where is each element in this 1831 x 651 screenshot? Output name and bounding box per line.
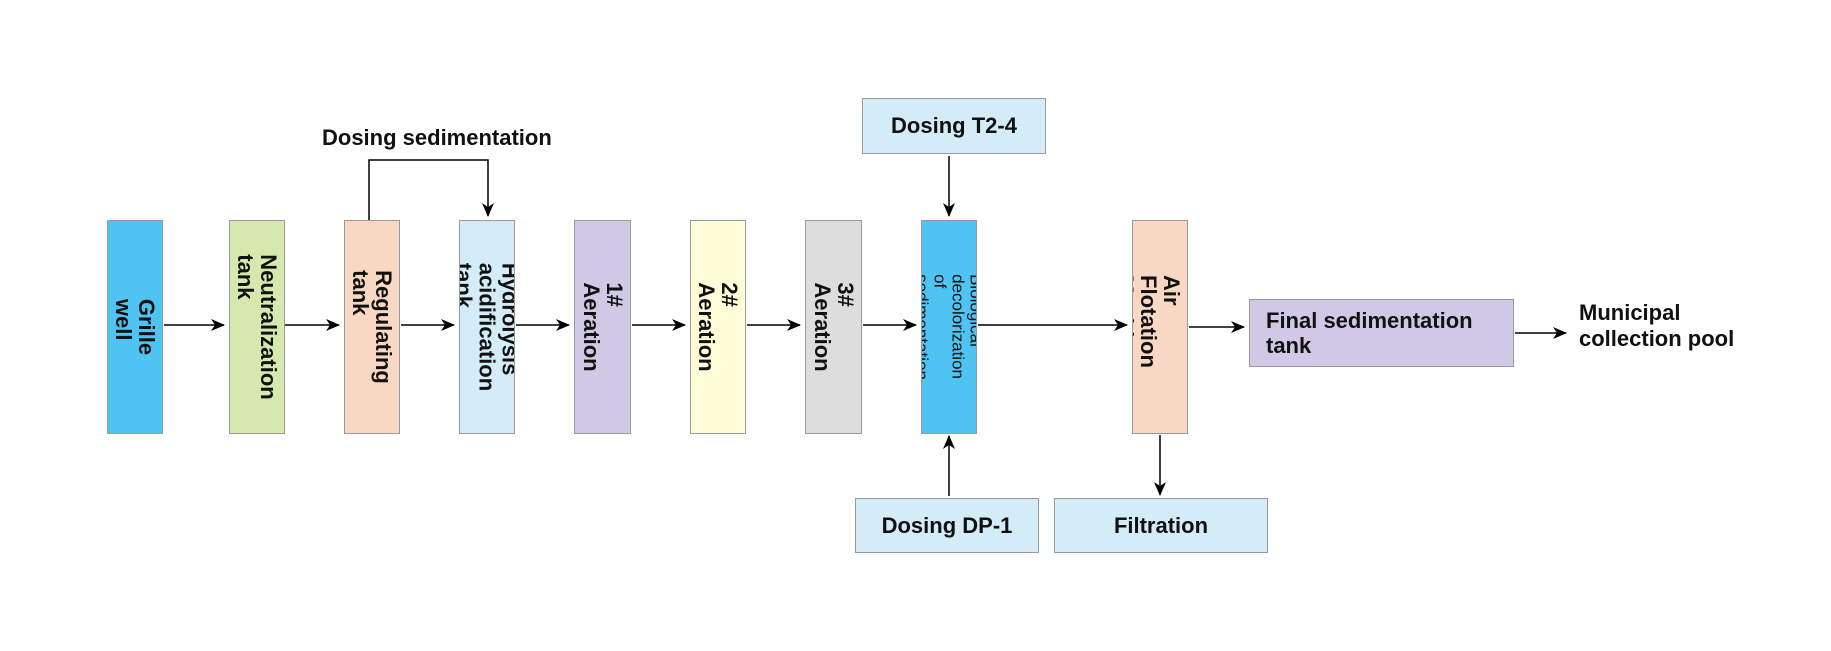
grille-well-label: Grille well: [111, 298, 160, 356]
dosing-dp-1-label: Dosing DP-1: [881, 512, 1013, 538]
hydrolysis-tank-box: Hydrolysis acidification tank: [459, 220, 515, 434]
neutralization-tank-box: Neutralization tank: [229, 220, 285, 434]
bio-decolorization-box: Biological decolorization of sedimentati…: [921, 220, 977, 434]
aeration-2-label: 2# Aeration: [694, 282, 743, 372]
regulating-tank-box: Regulating tank: [344, 220, 400, 434]
municipal-collection-pool-label: Municipal collection pool: [1579, 300, 1735, 352]
dissolved-air-flotation-label: Dissolved Air Flotation Machine: [1132, 275, 1188, 379]
aeration-3-box: 3# Aeration: [805, 220, 862, 434]
final-sedimentation-tank-box: Final sedimentation tank: [1249, 299, 1514, 367]
aeration-1-label: 1# Aeration: [578, 282, 627, 372]
aeration-1-box: 1# Aeration: [574, 220, 631, 434]
aeration-3-label: 3# Aeration: [809, 282, 858, 372]
dosing-sedimentation-label: Dosing sedimentation: [322, 125, 552, 150]
grille-well-box: Grille well: [107, 220, 163, 434]
aeration-2-box: 2# Aeration: [690, 220, 746, 434]
neutralization-tank-label: Neutralization tank: [233, 254, 282, 400]
bio-decolorization-label: Biological decolorization of sedimentati…: [921, 274, 977, 380]
filtration-label: Filtration: [1113, 512, 1209, 538]
filtration-box: Filtration: [1054, 498, 1268, 553]
dosing-t2-4-label: Dosing T2-4: [891, 113, 1017, 138]
dissolved-air-flotation-box: Dissolved Air Flotation Machine: [1132, 220, 1188, 434]
hydrolysis-tank-label: Hydrolysis acidification tank: [459, 262, 515, 392]
dosing-dp-1-box: Dosing DP-1: [855, 498, 1039, 553]
dosing-t2-4-box: Dosing T2-4: [862, 98, 1046, 154]
arrow-dosing-sedimentation-loop: [368, 159, 494, 220]
regulating-tank-label: Regulating tank: [348, 270, 397, 384]
